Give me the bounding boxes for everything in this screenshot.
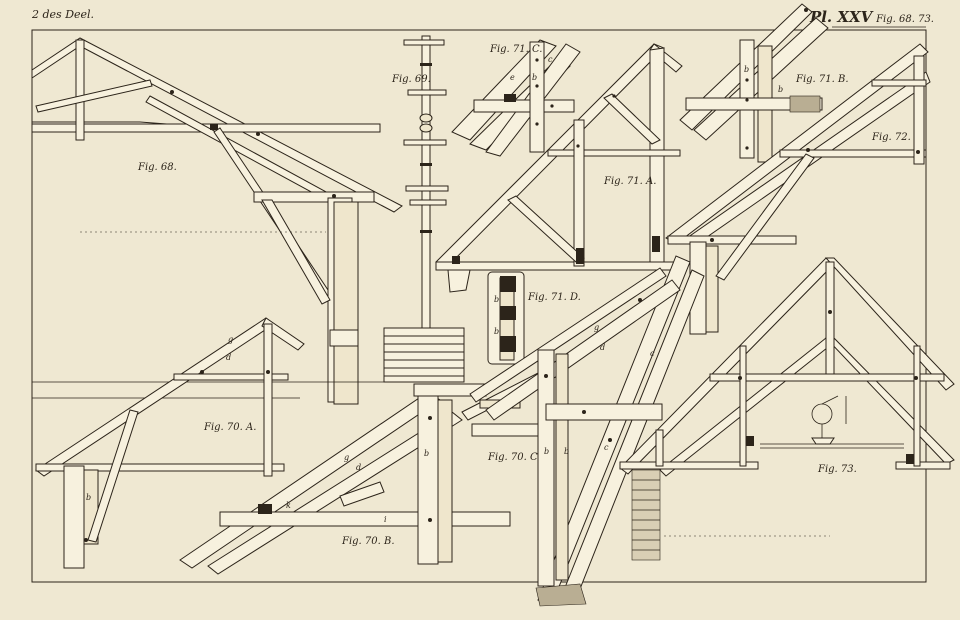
fig-71c-drawing: b e c — [451, 39, 581, 157]
plate-figure-range: Fig. 68. 73. — [876, 14, 934, 25]
central-rafter-assembly: g d c b b c — [469, 255, 705, 607]
fig-70a-label: Fig. 70. A. — [203, 422, 256, 433]
svg-text:i: i — [384, 515, 387, 524]
svg-text:b: b — [86, 493, 91, 502]
svg-text:b: b — [532, 73, 537, 82]
svg-text:b: b — [778, 85, 783, 94]
svg-text:b: b — [744, 65, 749, 74]
svg-text:g: g — [228, 335, 233, 344]
fig-73-label: Fig. 73. — [817, 464, 857, 475]
svg-text:k: k — [286, 501, 291, 510]
plate-part-label: 2 des Deel. — [32, 8, 95, 21]
fig-73-drawing — [619, 257, 955, 561]
fig-71b-drawing: b b — [679, 3, 829, 163]
fig-71c-label: Fig. 71. C. — [489, 44, 542, 55]
fig-70c-label: Fig. 70. C. — [487, 452, 540, 463]
fig-70a-drawing: g d b — [35, 317, 305, 569]
svg-text:b: b — [494, 327, 499, 336]
fig-71a-label: Fig. 71. A. — [603, 176, 656, 187]
svg-text:b: b — [424, 449, 429, 458]
fig-69-drawing — [383, 35, 477, 383]
fig-68-label: Fig. 68. — [137, 162, 177, 173]
svg-text:d: d — [226, 353, 231, 362]
svg-text:b: b — [494, 295, 499, 304]
svg-text:c: c — [548, 55, 553, 64]
fig-71a-drawing — [435, 43, 683, 293]
fig-70b-drawing: g d b i k — [179, 383, 511, 575]
svg-text:g: g — [344, 453, 349, 462]
fig-71b-label: Fig. 71. B. — [795, 74, 849, 85]
plate-frame — [31, 29, 927, 583]
svg-text:b: b — [564, 447, 569, 456]
fig-70b-label: Fig. 70. B. — [341, 536, 395, 547]
svg-text:b: b — [544, 447, 549, 456]
plate-number: Pl. XXV — [809, 8, 873, 26]
svg-text:c: c — [650, 349, 655, 358]
svg-text:c: c — [604, 443, 609, 452]
fig-72-label: Fig. 72. — [871, 132, 911, 143]
fig-72-drawing — [665, 43, 931, 335]
svg-text:d: d — [600, 343, 605, 352]
fig-71d-drawing: b b — [487, 271, 525, 365]
fig-69-label: Fig. 69. — [391, 74, 431, 85]
svg-text:g: g — [594, 323, 599, 332]
fig-68-drawing — [31, 37, 420, 405]
svg-text:e: e — [510, 73, 515, 82]
plate-title: Pl. XXV Fig. 68. 73. — [810, 8, 934, 26]
svg-text:d: d — [356, 463, 361, 472]
fig-71d-label: Fig. 71. D. — [527, 292, 581, 303]
